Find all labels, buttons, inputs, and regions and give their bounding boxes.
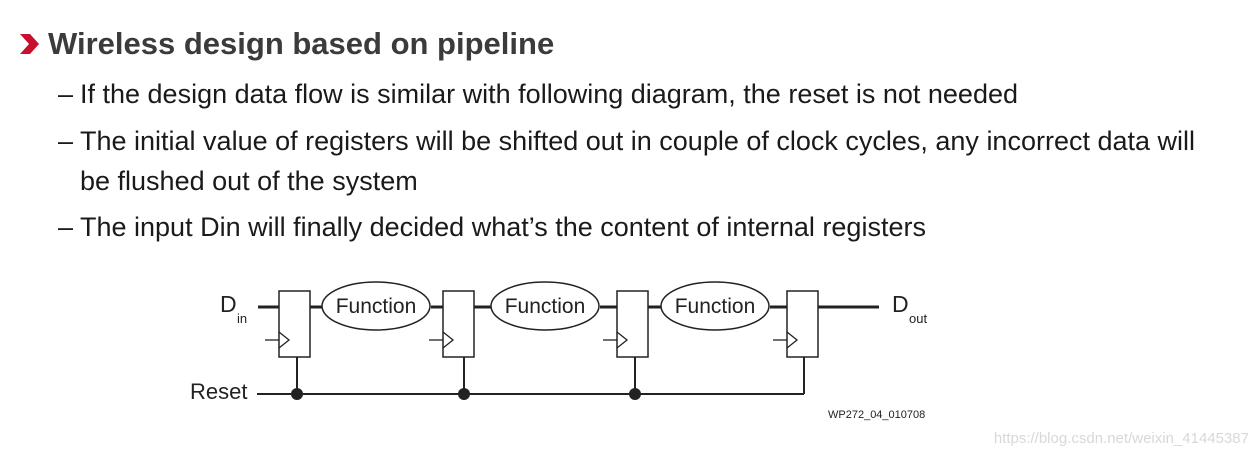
bullet-dash: – bbox=[58, 126, 74, 156]
slide-heading: Wireless design based on pipeline bbox=[18, 24, 554, 64]
register bbox=[278, 290, 311, 358]
function-label: Function bbox=[336, 295, 417, 318]
clock-input bbox=[265, 331, 291, 349]
reset-label: Reset bbox=[190, 379, 247, 404]
output-label: D bbox=[892, 291, 909, 317]
junction-dot bbox=[291, 388, 303, 400]
junction-dot bbox=[458, 388, 470, 400]
function-block bbox=[490, 281, 600, 331]
output-subscript: out bbox=[909, 311, 927, 326]
bullet-text: If the design data flow is similar with … bbox=[80, 79, 1018, 109]
figure-id: WP272_04_010708 bbox=[828, 409, 925, 421]
slide-title: Wireless design based on pipeline bbox=[48, 26, 555, 61]
bullet-dash: – bbox=[58, 79, 74, 109]
bullet-item: – The input Din will finally decided wha… bbox=[58, 207, 1230, 247]
bullet-text: The initial value of registers will be s… bbox=[80, 126, 1196, 196]
register bbox=[616, 290, 649, 358]
input-label: D bbox=[220, 291, 237, 317]
function-label: Function bbox=[675, 295, 756, 318]
function-block bbox=[660, 281, 770, 331]
watermark: https://blog.csdn.net/weixin_41445387 bbox=[993, 430, 1249, 447]
input-subscript: in bbox=[237, 311, 247, 326]
bullet-item: – The initial value of registers will be… bbox=[58, 121, 1215, 201]
function-block bbox=[321, 281, 431, 331]
bullet-dash: – bbox=[58, 212, 74, 242]
register bbox=[442, 290, 475, 358]
junction-dot bbox=[629, 388, 641, 400]
clock-input bbox=[429, 331, 455, 349]
bullet-text: The input Din will finally decided what’… bbox=[80, 212, 926, 242]
clock-input bbox=[773, 331, 799, 349]
register bbox=[786, 290, 819, 358]
clock-input bbox=[603, 331, 629, 349]
bullet-item: – If the design data flow is similar wit… bbox=[58, 74, 1230, 114]
function-label: Function bbox=[505, 295, 586, 318]
chevron-right-icon bbox=[20, 34, 39, 54]
